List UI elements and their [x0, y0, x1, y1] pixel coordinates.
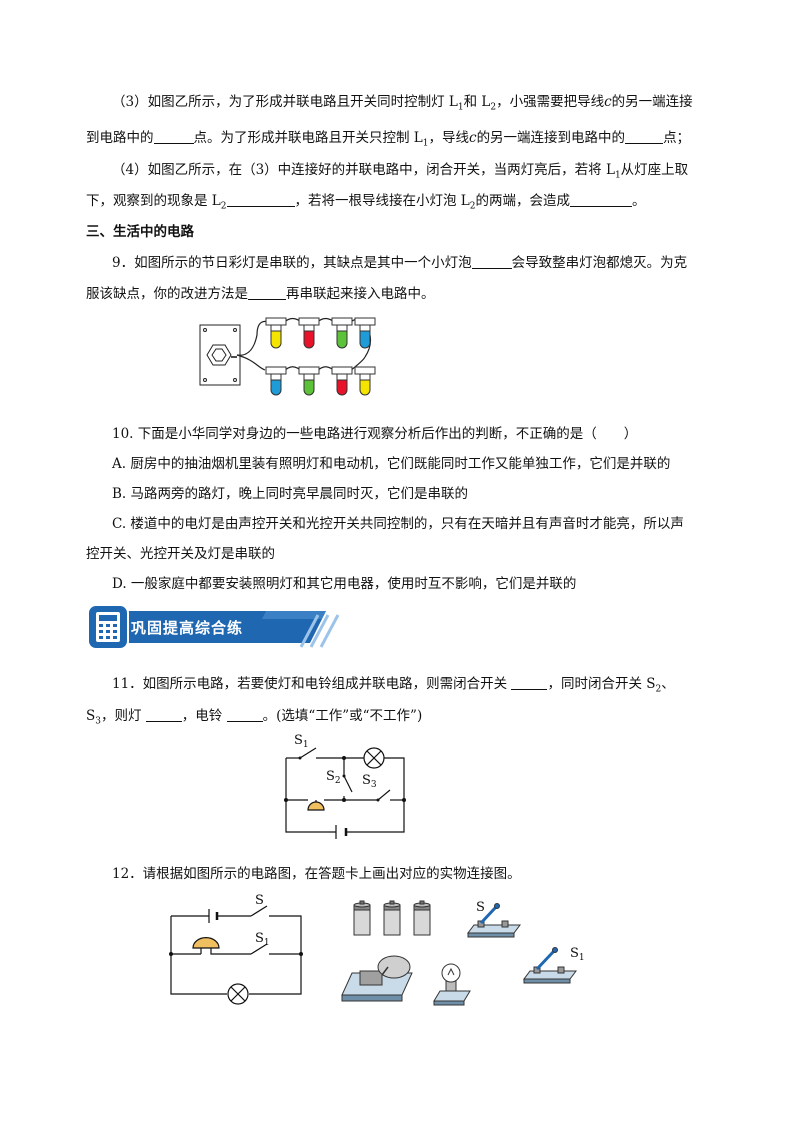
calculator-icon [87, 604, 129, 650]
svg-text:S1: S1 [255, 931, 270, 948]
bulb-blue [270, 379, 282, 396]
svg-text:S: S [255, 893, 264, 908]
answer-blank[interactable] [248, 285, 286, 300]
q10-stem: 10. 下面是小华同学对身边的一些电路进行观察分析后作出的判断，不正确的是（ ） [112, 426, 638, 442]
knife-switch-s [467, 903, 521, 938]
bulb-yellow [359, 379, 371, 396]
bulb-red [303, 330, 315, 349]
section-heading: 三、生活中的电路 [86, 224, 194, 240]
switch-s1 [250, 943, 268, 955]
switch-s1 [299, 747, 317, 759]
svg-text:S3: S3 [362, 773, 377, 790]
answer-blank[interactable] [625, 129, 664, 144]
answer-blank[interactable] [511, 675, 548, 690]
q9-line2: 服该缺点，你的改进方法是再串联起来接入电路中。 [86, 285, 435, 302]
bulb-holder [433, 963, 471, 1006]
svg-text:S: S [476, 900, 485, 915]
q10-option-b[interactable]: B. 马路两旁的路灯，晚上同时亮早晨同时灭，它们是串联的 [112, 486, 469, 502]
bulb-blue [359, 330, 371, 349]
q12-circuit-diagram: S S1 [169, 893, 303, 1005]
q8-part4-line2: 下，观察到的现象是 L2，若将一根导线接在小灯泡 L2的两端，会造成。 [86, 192, 646, 212]
q10-option-a[interactable]: A. 厨房中的抽油烟机里装有照明灯和电动机，它们既能同时工作又能单独工作，它们是… [112, 456, 671, 472]
bulb-green [303, 379, 315, 396]
answer-blank[interactable] [471, 254, 512, 269]
q10-option-c-cont: 控开关、光控开关及灯是串联的 [86, 546, 275, 562]
svg-text:S2: S2 [326, 769, 341, 786]
q10-option-c[interactable]: C. 楼道中的电灯是由声控开关和光控开关共同控制的，只有在天暗并且有声音时才能亮… [112, 516, 684, 532]
bell-icon [307, 801, 325, 811]
answer-blank[interactable] [570, 192, 632, 207]
bulb-row-bottom [265, 366, 376, 396]
q10-option-d[interactable]: D. 一般家庭中都要安装照明灯和其它用电器，使用时互不影响，它们是并联的 [112, 576, 577, 592]
lamp [363, 747, 385, 769]
q9-line1: 9．如图所示的节日彩灯是串联的，其缺点是其中一个小灯泡会导致整串灯泡都熄灭。为克 [112, 254, 688, 271]
electric-bell [341, 955, 413, 1002]
bulb-yellow [270, 330, 282, 349]
answer-blank[interactable] [226, 707, 263, 722]
q8-part3-line2: 到电路中的点。为了形成并联电路且开关只控制 L1，导线c的另一端连接到电路中的点… [86, 129, 691, 149]
q12-components-figure: S S1 [341, 900, 585, 1006]
answer-blank[interactable] [145, 707, 182, 722]
plug-icon [206, 344, 232, 366]
q11-line2: S3，则灯 ，电铃 。(选填“工作”或“不工作”) [86, 707, 423, 727]
section-banner: 巩固提高综合练 [86, 603, 342, 651]
string-lights-figure [199, 317, 376, 396]
plug-panel [199, 324, 241, 386]
bulb-row-top [265, 317, 376, 349]
banner-title: 巩固提高综合练 [131, 619, 244, 637]
q8-part4-line1: （4）如图乙所示，在（3）中连接好的并联电路中，闭合开关，当两灯亮后，若将 L1… [112, 162, 689, 181]
svg-text:S1: S1 [570, 946, 585, 963]
svg-text:S1: S1 [294, 733, 309, 750]
switch-s3 [377, 789, 391, 801]
answer-blank[interactable] [226, 192, 295, 207]
bulb-red [336, 379, 348, 396]
q11-circuit-diagram: S1 S2 S3 [284, 733, 406, 839]
lamp [227, 983, 249, 1005]
q11-line1: 11．如图所示电路，若要使灯和电铃组成并联电路，则需闭合开关 ，同时闭合开关 S… [112, 675, 675, 695]
bell-icon [192, 937, 220, 949]
switch-s2 [343, 775, 353, 793]
battery-cells [353, 900, 431, 936]
answer-blank[interactable] [153, 129, 194, 144]
q8-part3-line1: （3）如图乙所示，为了形成并联电路且开关同时控制灯 L1和 L2，小强需要把导线… [112, 94, 693, 113]
knife-switch-s1 [523, 947, 577, 984]
bulb-green [336, 330, 348, 349]
switch-s [250, 905, 268, 917]
q12-stem: 12．请根据如图所示的电路图，在答题卡上画出对应的实物连接图。 [112, 866, 521, 882]
